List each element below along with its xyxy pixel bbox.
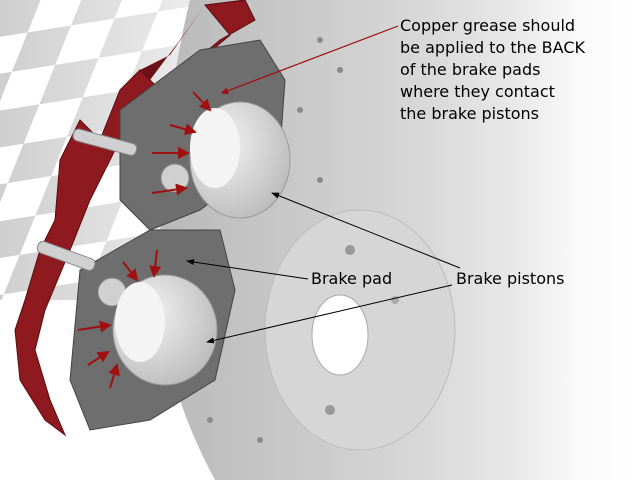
note-line: where they contact <box>400 82 555 101</box>
grease-application-arrows <box>77 91 212 389</box>
brake-piston-upper <box>189 101 291 219</box>
grease-instruction-note: Copper grease should be applied to the B… <box>400 15 585 125</box>
note-line: the brake pistons <box>400 104 539 123</box>
brake-piston-leader-lower <box>206 284 453 344</box>
caliper-bolts <box>36 128 190 307</box>
brake-caliper <box>14 0 256 437</box>
grease-note-leader <box>220 25 399 95</box>
brake-piston-lower <box>112 274 218 386</box>
brake-pistons-label: Brake pistons <box>456 269 565 288</box>
note-line: Copper grease should <box>400 16 576 35</box>
brake-piston-leader-upper <box>271 192 461 269</box>
brake-pad-label: Brake pad <box>311 269 393 288</box>
note-line: be applied to the BACK <box>400 38 585 57</box>
brake-pad-leader <box>186 259 309 280</box>
note-line: of the brake pads <box>400 60 541 79</box>
